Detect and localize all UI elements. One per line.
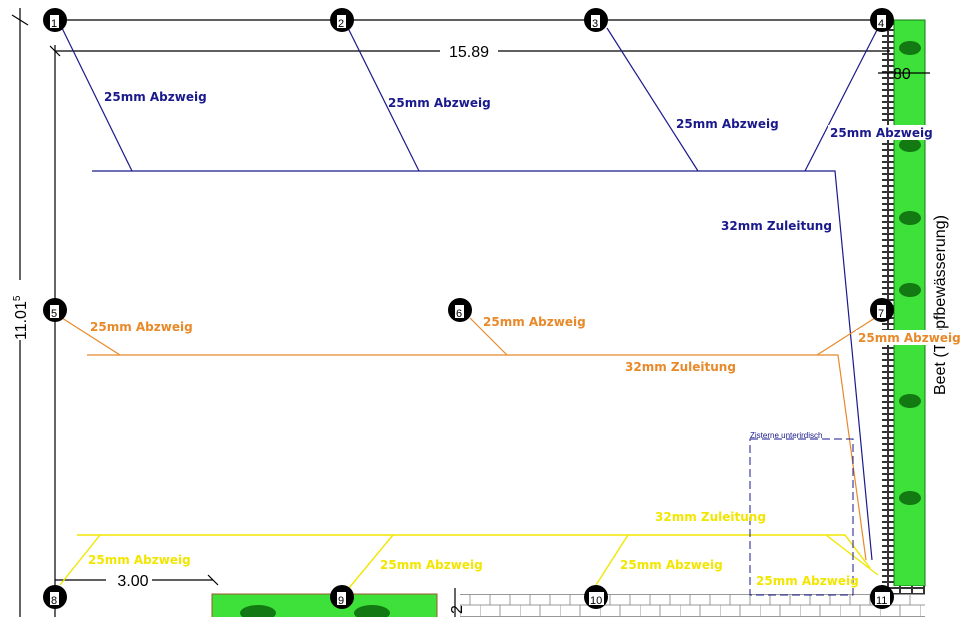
marker-4[interactable]: 4 <box>870 8 894 32</box>
marker-9[interactable]: 9 <box>330 585 354 609</box>
paving <box>460 594 925 617</box>
dimension-width: 15.89 <box>449 44 489 61</box>
shrub-icons <box>899 41 921 505</box>
orange-branch-label: 25mm Abzweig <box>90 320 193 334</box>
cistern <box>749 438 854 596</box>
svg-text:6: 6 <box>456 308 462 320</box>
marker-6[interactable]: 6 <box>448 298 472 322</box>
yellow-branch-label: 25mm Abzweig <box>380 558 483 572</box>
yellow-main-label: 32mm Zuleitung <box>655 510 766 524</box>
svg-text:8: 8 <box>51 595 57 607</box>
orange-branch-label: 25mm Abzweig <box>858 331 961 345</box>
blue-branch-label: 25mm Abzweig <box>676 117 779 131</box>
bed-bottom <box>211 593 438 617</box>
markers: 1 2 3 4 5 6 7 8 9 10 11 <box>43 8 894 609</box>
bed-right <box>882 19 926 596</box>
pipe-blue <box>61 27 879 561</box>
svg-text:9: 9 <box>338 595 344 607</box>
svg-text:5: 5 <box>51 308 57 320</box>
orange-main-label: 32mm Zuleitung <box>625 360 736 374</box>
pipe-yellow <box>59 534 879 589</box>
svg-text:1: 1 <box>51 18 57 30</box>
cistern-label: Zisterne unterirdisch <box>750 431 822 440</box>
blue-branch-label: 25mm Abzweig <box>104 90 207 104</box>
marker-1[interactable]: 1 <box>43 8 67 32</box>
marker-10[interactable]: 10 <box>584 585 608 609</box>
bed-label: Beet (Tropfbewässerung) <box>932 215 949 395</box>
svg-text:11: 11 <box>876 595 887 607</box>
svg-text:4: 4 <box>878 18 884 30</box>
blue-branch-label: 25mm Abzweig <box>388 96 491 110</box>
svg-text:3: 3 <box>592 18 598 30</box>
pipe-orange <box>61 317 876 561</box>
blue-branch-label: 25mm Abzweig <box>830 126 933 140</box>
dimension-small: 2 <box>449 605 466 614</box>
svg-text:10: 10 <box>590 595 602 607</box>
marker-3[interactable]: 3 <box>584 8 608 32</box>
marker-11[interactable]: 11 <box>870 585 894 609</box>
marker-8[interactable]: 8 <box>43 585 67 609</box>
orange-branch-label: 25mm Abzweig <box>483 315 586 329</box>
yellow-branch-label: 25mm Abzweig <box>620 558 723 572</box>
marker-2[interactable]: 2 <box>330 8 354 32</box>
blue-main-label: 32mm Zuleitung <box>721 219 832 233</box>
yellow-branch-label: 25mm Abzweig <box>756 574 859 588</box>
dimension-offset: 3.00 <box>117 573 148 590</box>
svg-text:2: 2 <box>338 18 344 30</box>
yellow-branch-label: 25mm Abzweig <box>88 553 191 567</box>
marker-5[interactable]: 5 <box>43 298 67 322</box>
dimension-bed-width: 80 <box>893 66 911 83</box>
dimension-height: 11.015 <box>12 295 30 340</box>
marker-7[interactable]: 7 <box>870 298 894 322</box>
svg-text:7: 7 <box>878 308 884 320</box>
